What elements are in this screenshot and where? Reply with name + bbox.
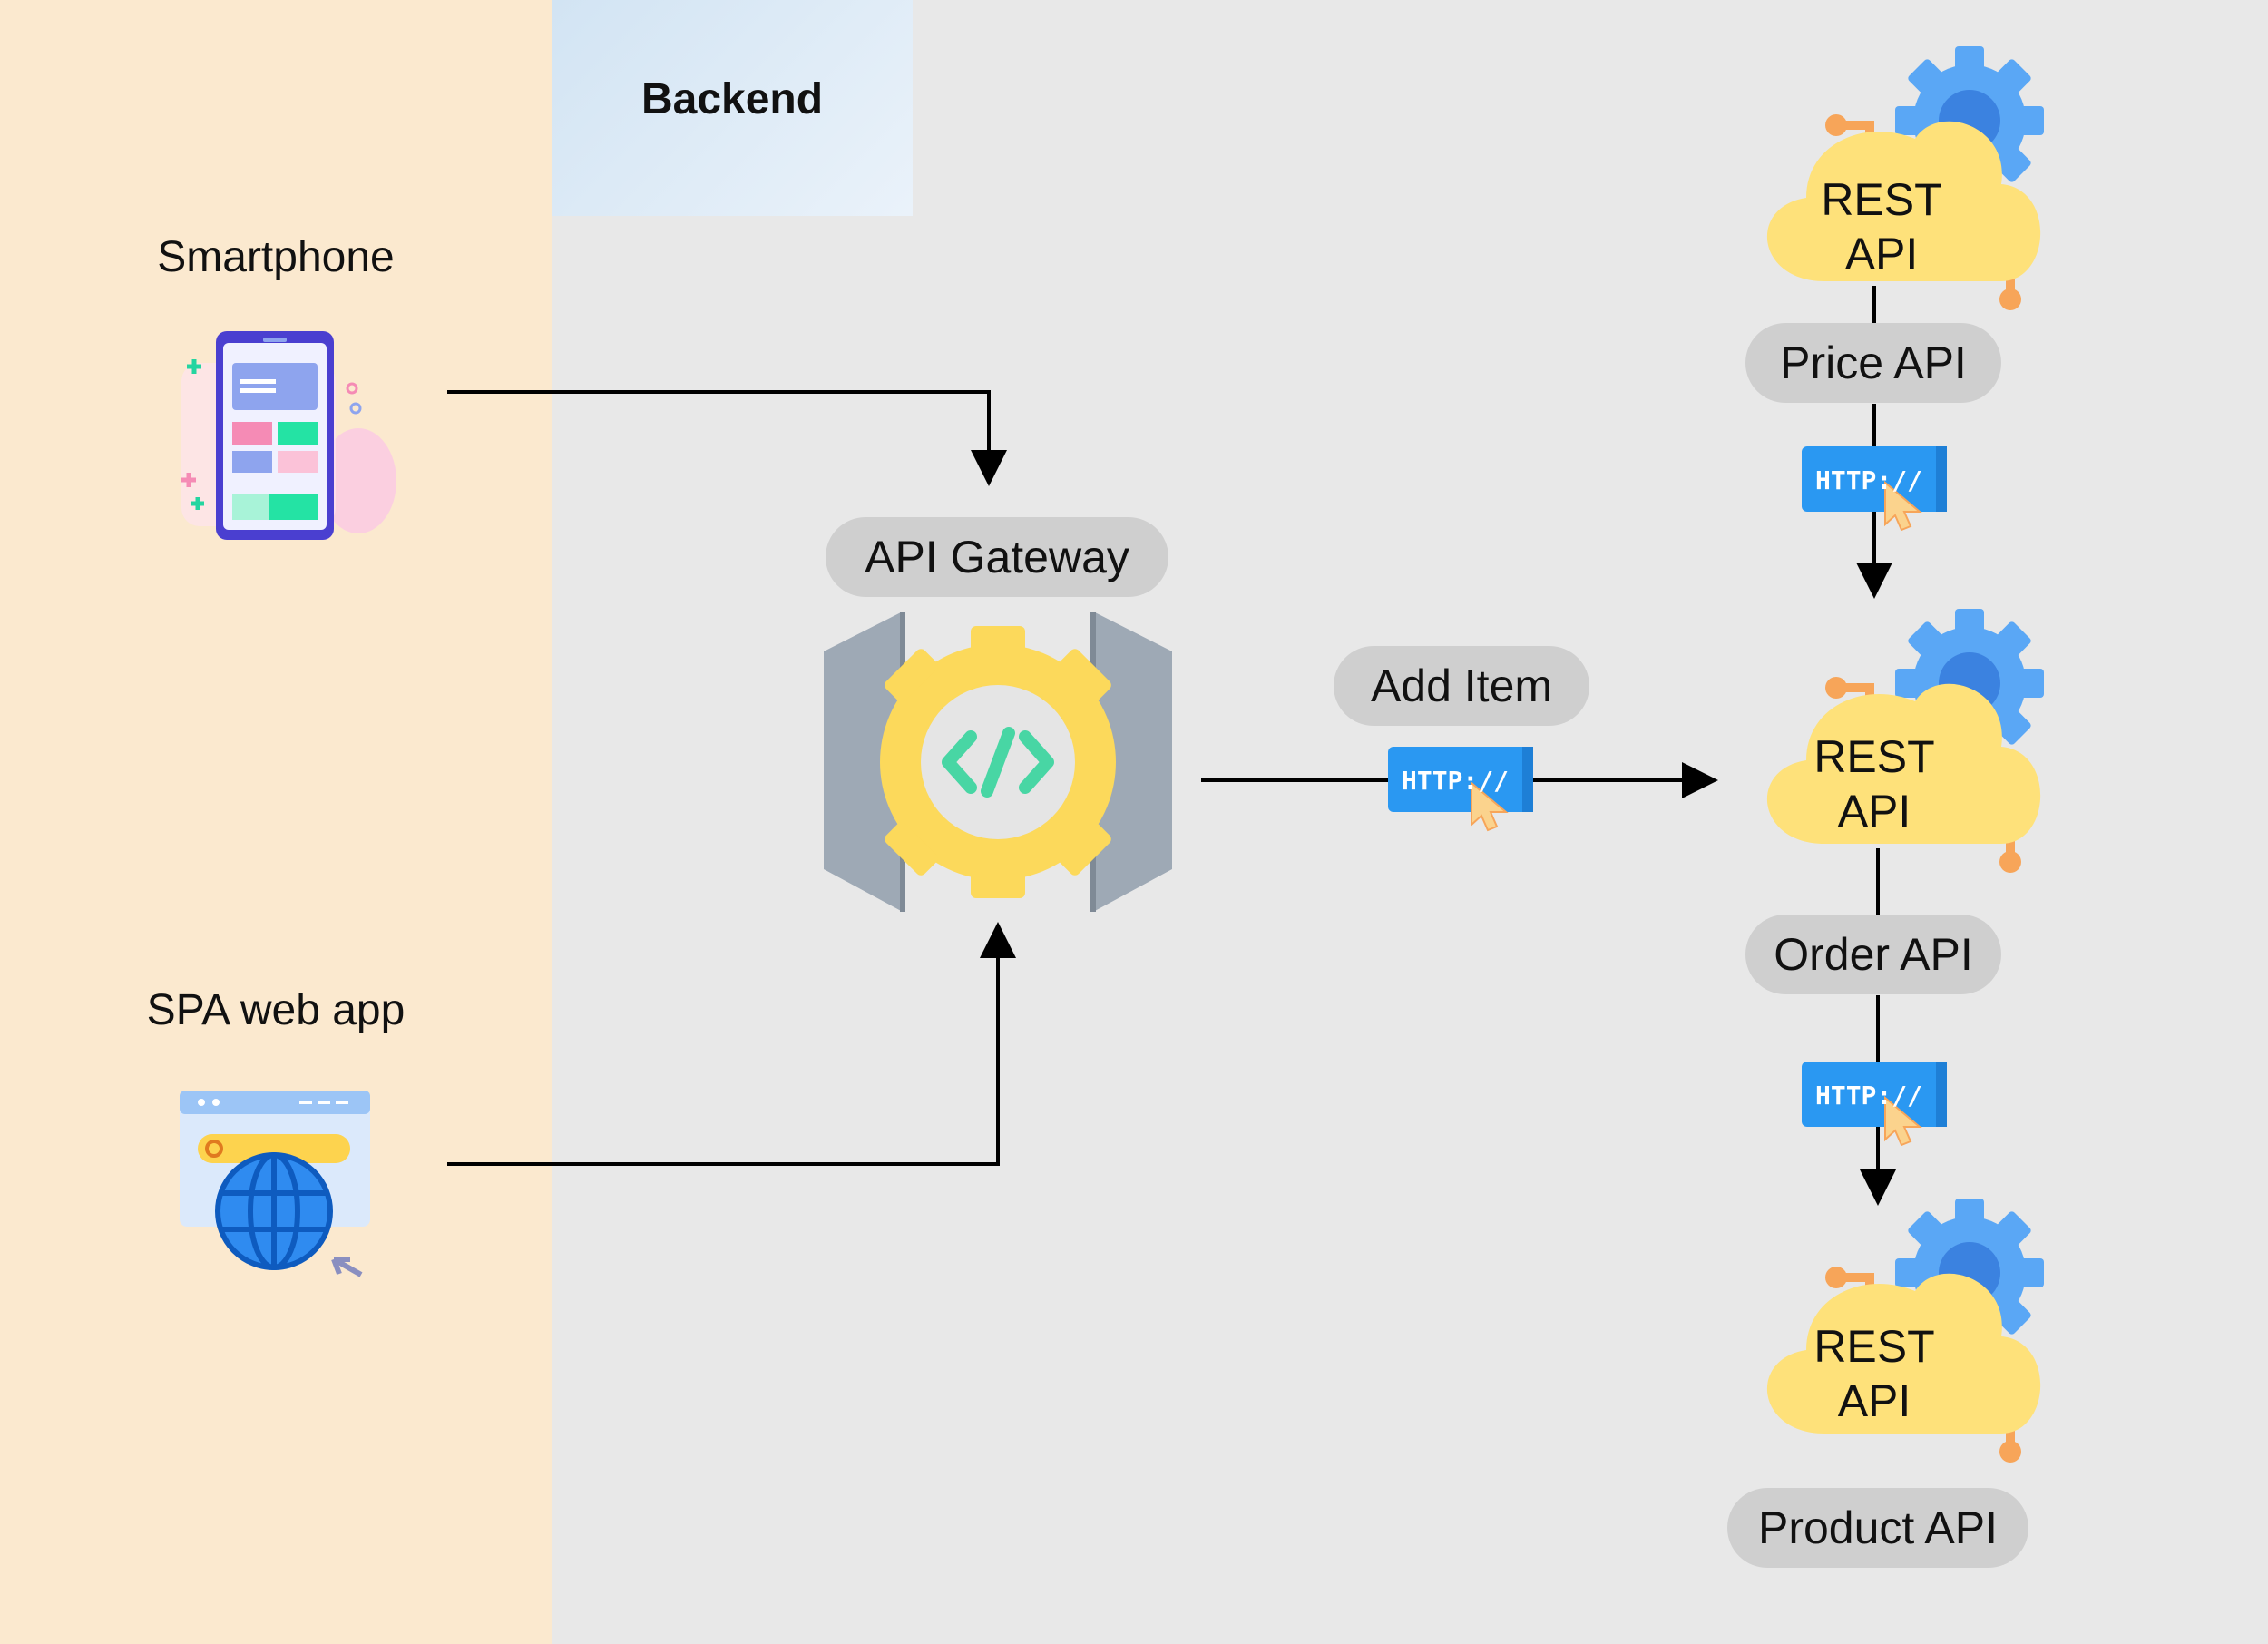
price-rest-line1: REST [1821,174,1942,225]
price-api-label: Price API [1745,323,2001,403]
spa-label: SPA web app [146,986,406,1034]
backend-header [552,0,913,216]
order-rest-line1: REST [1813,731,1935,782]
add-item-http-badge: HTTP:// [1387,746,1534,831]
spa-to-gateway-arrow [447,922,1016,1166]
api-gateway-icon [824,612,1172,912]
svg-text:HTTP://: HTTP:// [1815,1081,1922,1111]
product-rest-line2: API [1837,1375,1911,1426]
smartphone-to-gateway-arrow [447,390,1007,486]
api-gateway-label: API Gateway [826,517,1168,597]
product-api-label: Product API [1727,1488,2028,1568]
svg-text:HTTP://: HTTP:// [1815,465,1922,495]
price-rest-line2: API [1844,229,1919,279]
svg-text:HTTP://: HTTP:// [1402,766,1509,796]
order-rest-text: REST API [1756,729,1992,838]
price-order-http-badge: HTTP:// [1801,445,1948,531]
web-browser-globe-icon [180,1091,370,1277]
order-api-label: Order API [1745,915,2001,994]
backend-title: Backend [640,75,824,123]
smartphone-icon [181,331,396,540]
order-product-http-badge: HTTP:// [1801,1061,1948,1146]
order-rest-line2: API [1837,786,1911,837]
smartphone-label: Smartphone [157,233,395,281]
product-rest-line1: REST [1813,1321,1935,1372]
product-rest-text: REST API [1756,1319,1992,1428]
clients-zone [0,0,552,1644]
price-rest-text: REST API [1764,172,1999,281]
add-item-label: Add Item [1334,646,1589,726]
